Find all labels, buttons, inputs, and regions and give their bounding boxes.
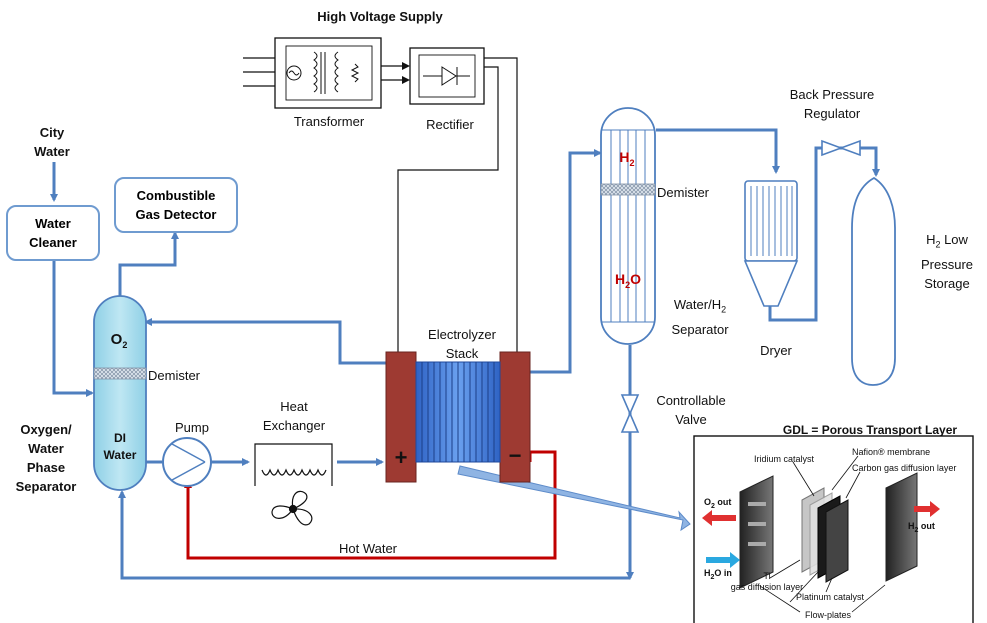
pump-label: Pump <box>175 420 209 435</box>
flow-plates-label: Flow-plates <box>804 610 851 620</box>
dryer-label: Dryer <box>760 343 792 358</box>
transformer-label: Transformer <box>293 114 365 129</box>
transformer-to-rectifier-lines <box>381 62 410 84</box>
h2-gas-label: H2 <box>619 149 635 168</box>
positive-terminal-label: + <box>394 445 408 470</box>
dc-leads <box>394 57 521 360</box>
rectifier <box>409 47 485 105</box>
h2-separator-vessel <box>600 107 656 345</box>
hot-water-label: Hot Water <box>338 541 398 556</box>
o2-label: O2 <box>110 331 128 350</box>
fan <box>271 490 313 526</box>
o2-out-label: O2 out <box>704 497 732 510</box>
transformer <box>274 37 382 109</box>
pem-cell-inset <box>693 435 974 623</box>
inset-title: GDL = Porous Transport Layer <box>782 423 958 437</box>
platinum-catalyst-label: Platinum catalyst <box>795 592 865 602</box>
demister-right-label: Demister <box>657 185 710 200</box>
power-input-lines <box>243 57 275 87</box>
h2o-in-label: H2O in <box>704 568 732 581</box>
heat-exchanger <box>254 443 333 486</box>
h2-storage-tank <box>851 176 896 386</box>
high-voltage-supply-label: High Voltage Supply <box>317 9 443 24</box>
back-pressure-valve <box>821 139 861 157</box>
controllable-valve <box>620 394 640 433</box>
h2o-label: H2O <box>614 271 642 290</box>
electrolyzer-stack <box>385 351 531 483</box>
inset-pointer-arrow <box>457 465 691 532</box>
negative-terminal-label: − <box>508 443 522 468</box>
demister-left-label: Demister <box>148 368 201 383</box>
carbon-gdl-label: Carbon gas diffusion layer <box>852 463 957 473</box>
dryer <box>743 180 799 307</box>
iridium-catalyst-label: Iridium catalyst <box>753 454 815 464</box>
water-h2-separator-label: Water/H2 Separator <box>671 297 729 337</box>
rectifier-label: Rectifier <box>426 117 474 132</box>
water-piping <box>50 128 880 580</box>
nafion-membrane-label: Nafion® membrane <box>852 447 931 457</box>
oxygen-separator-vessel <box>93 295 147 491</box>
h2-out-label: H2 out <box>908 521 935 534</box>
pump <box>162 437 212 487</box>
